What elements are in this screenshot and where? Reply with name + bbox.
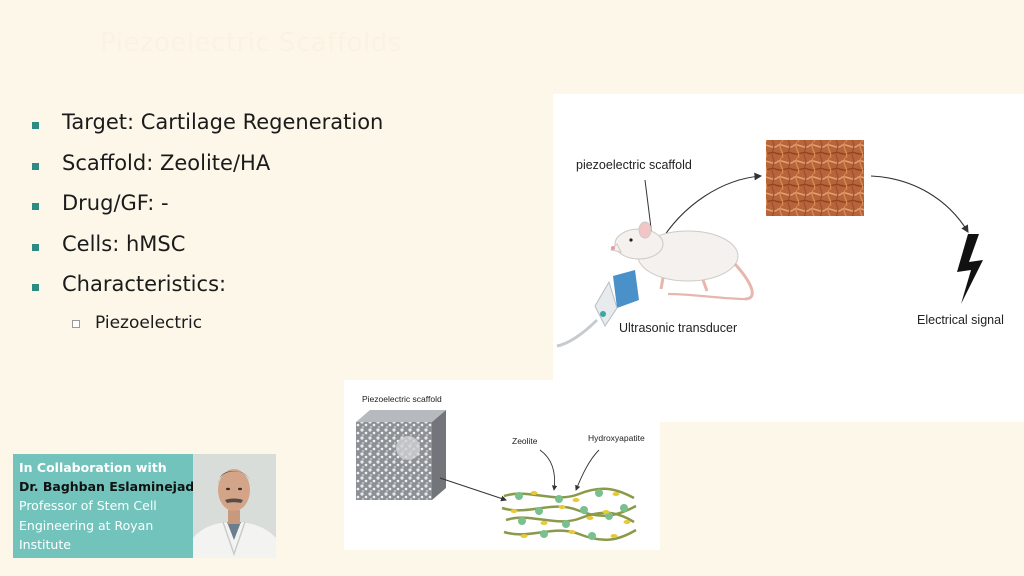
electrical-signal-label: Electrical signal [917,313,1004,327]
bullet-text: Cells: hMSC [62,231,186,256]
hydroxyapatite-particles-icon [510,491,631,538]
bullet-square-icon [32,162,39,170]
porous-cube-icon [356,410,446,500]
zeolite-ha-figure: Piezoelectric scaffold Zeolite Hydroxyap… [344,380,660,550]
ultrasonic-transducer-label: Ultrasonic transducer [619,321,738,335]
collaborator-role-line: Engineering at Royan [19,518,154,533]
sub-bullet-text: Piezoelectric [95,312,203,333]
bullet-square-icon [32,122,39,129]
ultrasonic-transducer-icon [556,270,639,348]
zeolite-label: Zeolite [512,436,538,446]
bullet-item: Target: Cartilage Regeneration [32,108,532,149]
bullet-item: Drug/GF: - [32,189,532,230]
lightning-bolt-icon [957,234,983,304]
ultrasound-scaffold-illustration [556,140,983,348]
collaborator-name: Dr. Baghban Eslaminejad [19,479,195,494]
rat-icon [609,221,754,301]
bullet-item: Characteristics: [32,270,532,311]
scaffold-fiber-image [766,140,864,216]
bullet-list: Target: Cartilage Regeneration Scaffold:… [32,108,532,341]
sub-bullet-box-icon [72,319,80,328]
fiber-network-icon [501,487,637,542]
collaboration-heading: In Collaboration with [19,460,167,475]
collaborator-photo [193,454,276,558]
zeolite-particles-icon [515,489,628,540]
bullet-square-icon [32,284,39,291]
bullet-text: Drug/GF: - [62,191,169,215]
bullet-item: Scaffold: Zeolite/HA [32,149,532,190]
ultrasound-scaffold-figure: piezoelectric scaffold Ultrasonic transd… [553,94,1024,422]
bullet-text: Target: Cartilage Regeneration [62,110,384,134]
piezoelectric-scaffold-label: piezoelectric scaffold [576,158,692,172]
bullet-square-icon [32,243,39,251]
sub-bullet-item: Piezoelectric [72,311,532,341]
bullet-square-icon [32,203,39,210]
slide-title: Piezoelectric Scaffolds [100,28,402,58]
collaborator-role-line: Institute [19,537,71,552]
piezoelectric-scaffold-label-small: Piezoelectric scaffold [362,394,442,404]
hydroxyapatite-label: Hydroxyapatite [588,433,645,443]
zeolite-ha-illustration [356,410,637,542]
collaboration-panel: In Collaboration with Dr. Baghban Eslami… [13,454,195,558]
bullet-text: Characteristics: [62,272,227,296]
bullet-item: Cells: hMSC [32,230,532,271]
collaborator-role-line: Professor of Stem Cell [19,498,157,513]
bullet-text: Scaffold: Zeolite/HA [62,150,271,175]
